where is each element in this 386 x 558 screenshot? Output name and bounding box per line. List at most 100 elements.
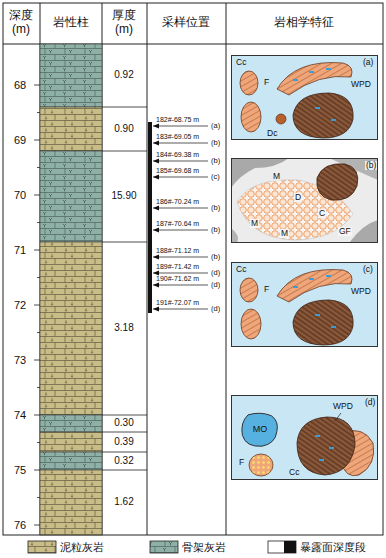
depth-label: 73 <box>14 354 26 367</box>
depth-label: 75 <box>14 464 26 477</box>
component-label: WPD <box>350 80 372 89</box>
mouldic-pore <box>242 413 278 446</box>
depth-label: 68 <box>14 79 26 92</box>
table-lines <box>3 3 383 535</box>
depth-label: 71 <box>14 244 26 257</box>
sample-label: 183#-69.05 m <box>156 133 199 141</box>
thickness-label: 0.90 <box>114 123 133 135</box>
sample-arrows <box>153 126 208 309</box>
thickness-label: 0.92 <box>114 69 133 81</box>
legend-swatch <box>28 541 56 553</box>
legend-item <box>150 541 178 553</box>
sample-label: 184#-69.38 m <box>156 151 199 159</box>
framestone-layer <box>40 151 102 242</box>
panel-c-art <box>231 262 378 347</box>
depth-label: 76 <box>14 519 26 532</box>
legend-text: 骨架灰岩 <box>182 541 226 554</box>
dark-shell <box>317 164 358 200</box>
packstone-layer <box>40 242 102 415</box>
sample-label: 190#-71.62 m <box>156 275 199 283</box>
sample-label: 191#-72.07 m <box>156 299 199 307</box>
legend-item <box>28 541 56 553</box>
sample-arrow <box>153 257 208 258</box>
legend-text: 暴露面深度段 <box>300 541 366 554</box>
pore <box>326 68 331 70</box>
header-cell: 厚度 (m) <box>109 9 139 37</box>
pore <box>315 107 320 109</box>
panel-a-art <box>231 55 378 140</box>
pore <box>309 71 314 73</box>
exposure-bar <box>148 122 152 313</box>
component-label: Cc <box>288 468 300 477</box>
sample-arrow <box>153 161 208 162</box>
component-label: WPD <box>332 402 354 411</box>
legend-text: 泥粒灰岩 <box>60 541 104 554</box>
panel-letter: (a) <box>362 58 374 67</box>
thickness-boundaries <box>102 107 147 470</box>
pore-label: MO <box>252 425 269 435</box>
panel-letter: (d) <box>364 398 376 407</box>
dark-shell <box>293 93 353 138</box>
micrite-patch <box>231 228 238 243</box>
legend-swatch <box>268 541 296 553</box>
header-cell: 岩相学特征 <box>274 16 334 30</box>
lithology-column <box>40 44 102 535</box>
component-label: M <box>280 229 289 238</box>
component-label: D <box>294 193 302 202</box>
packstone-layer <box>40 432 102 452</box>
pore <box>293 286 298 288</box>
panel-b-art <box>231 158 378 243</box>
panel-ref: (d) <box>211 281 220 290</box>
table-frame <box>3 3 383 535</box>
matrix-ground <box>231 158 378 243</box>
framestone-layer <box>40 415 102 432</box>
thickness-label: 0.30 <box>114 417 133 429</box>
petrography-panel: (c)CcFWPD <box>231 262 378 347</box>
depth-label: 70 <box>14 189 26 202</box>
dolomite-crystal <box>276 114 286 124</box>
component-label: F <box>263 285 270 294</box>
component-label: GF <box>338 227 352 236</box>
petrography-panel: (b)MDCMMGF <box>231 158 378 243</box>
sample-label: 186#-70.24 m <box>156 198 199 206</box>
sample-label: 182#-68.75 m <box>156 116 199 124</box>
panel-ref: (d) <box>211 269 220 278</box>
shell <box>241 309 261 339</box>
pore <box>315 314 320 316</box>
header-cell: 深度 (m) <box>6 9 36 37</box>
thickness-label: 0.39 <box>114 436 133 448</box>
packstone-layer <box>40 107 102 151</box>
pore <box>293 79 298 81</box>
component-label: M <box>250 219 259 228</box>
component-label: Dc <box>266 129 278 138</box>
sample-arrow <box>153 230 208 231</box>
panel-ref: (d) <box>211 305 220 314</box>
framestone-layer <box>40 44 102 107</box>
panel-ref: (b) <box>211 253 220 262</box>
component-label: WPD <box>350 287 372 296</box>
framestone-layer <box>40 452 102 470</box>
depth-label: 72 <box>14 299 26 312</box>
legend-swatch <box>150 541 178 553</box>
component-label: M <box>272 172 281 181</box>
pore <box>329 447 334 449</box>
sparite-ground <box>231 395 378 480</box>
micrite-patch <box>349 220 378 243</box>
petrography-panel: (a)CcFWPDDc <box>231 55 378 140</box>
pore <box>319 459 324 461</box>
leader-line <box>335 413 341 421</box>
pore <box>331 326 336 328</box>
thickness-label: 15.90 <box>111 190 136 202</box>
sample-label: 189#-71.42 m <box>156 263 199 271</box>
thickness-label: 1.62 <box>114 496 133 508</box>
sample-label: 188#-71.12 m <box>156 247 199 255</box>
sample-arrow <box>153 208 208 209</box>
sample-label: 185#-69.68 m <box>156 167 199 175</box>
component-label: F <box>263 78 270 87</box>
pore <box>315 435 320 437</box>
shell-fragment <box>277 270 352 302</box>
pore <box>331 119 336 121</box>
depth-ticks <box>34 85 40 525</box>
panel-letter: (b) <box>365 161 377 170</box>
panel-ref: (b) <box>211 204 220 213</box>
